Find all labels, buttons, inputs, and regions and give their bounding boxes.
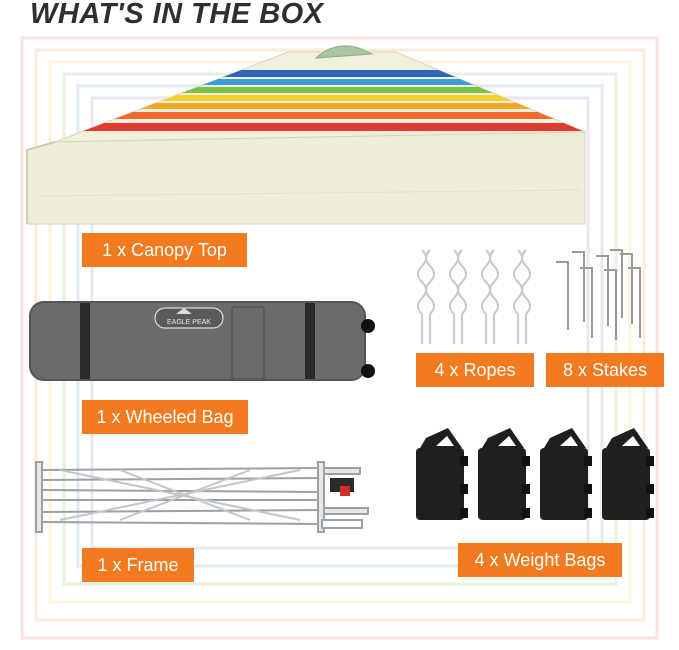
wheeled-bag-label: 1 x Wheeled Bag	[82, 400, 248, 434]
canopy-top-label: 1 x Canopy Top	[82, 233, 247, 267]
weight-bags-image	[416, 428, 654, 520]
frame-image	[35, 461, 369, 533]
ropes-image	[417, 249, 531, 344]
page-title: WHAT'S IN THE BOX	[30, 0, 324, 30]
stakes-label: 8 x Stakes	[546, 353, 664, 387]
canopy-top-image	[26, 45, 586, 225]
wheeled-bag-image: EAGLE PEAK	[29, 301, 375, 381]
stakes-image	[556, 249, 641, 340]
bag-brand-label: EAGLE PEAK	[167, 319, 211, 326]
frame-label: 1 x Frame	[82, 548, 194, 582]
ropes-label: 4 x Ropes	[416, 353, 534, 387]
weight-bags-label: 4 x Weight Bags	[458, 543, 622, 577]
